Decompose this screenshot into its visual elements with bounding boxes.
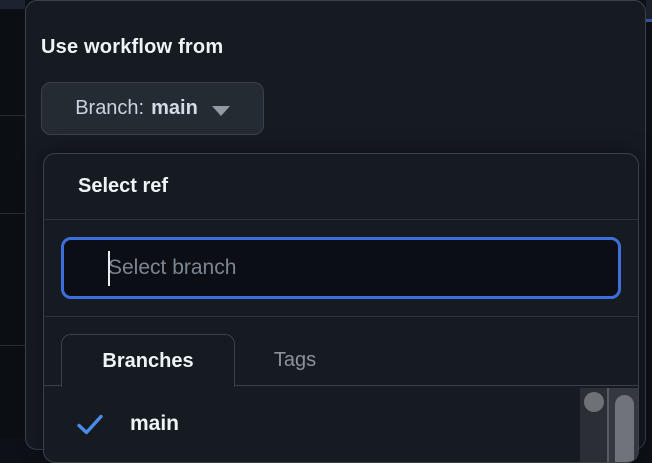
list-item-main[interactable]: main <box>44 407 638 441</box>
use-workflow-from-heading: Use workflow from <box>41 36 224 58</box>
list-item-label: main <box>130 412 180 435</box>
panel-scrollbar-thumb[interactable] <box>615 395 634 462</box>
background-accent-line <box>646 19 652 22</box>
background-divider <box>0 213 25 214</box>
ref-select-panel: Select ref Branches Tags main <box>43 153 639 463</box>
background-decoration <box>0 0 25 9</box>
list-scrollbar-thumb[interactable] <box>584 392 604 412</box>
tab-tags[interactable]: Tags <box>273 348 317 371</box>
background-divider <box>0 345 25 346</box>
list-scrollbar-track[interactable] <box>580 388 607 462</box>
branch-list: main <box>44 386 638 441</box>
check-icon <box>77 414 103 434</box>
page-background-right <box>646 0 652 438</box>
run-workflow-dropdown: Use workflow from Branch: main Select re… <box>25 0 646 463</box>
branch-button-name: main <box>151 97 198 119</box>
panel-scrollbar-track[interactable] <box>607 388 638 462</box>
branch-selector-button[interactable]: Branch: main <box>41 82 264 135</box>
branch-button-prefix: Branch: <box>75 97 145 119</box>
ref-tabs: Branches Tags <box>44 317 638 387</box>
page-background-left <box>0 0 25 438</box>
branch-search-input[interactable] <box>61 237 621 299</box>
background-divider <box>0 115 25 116</box>
ref-search-section <box>44 220 638 317</box>
ref-panel-title: Select ref <box>44 154 638 220</box>
background-decoration <box>646 0 652 19</box>
tab-branches[interactable]: Branches <box>61 334 235 387</box>
chevron-down-icon <box>211 105 230 116</box>
